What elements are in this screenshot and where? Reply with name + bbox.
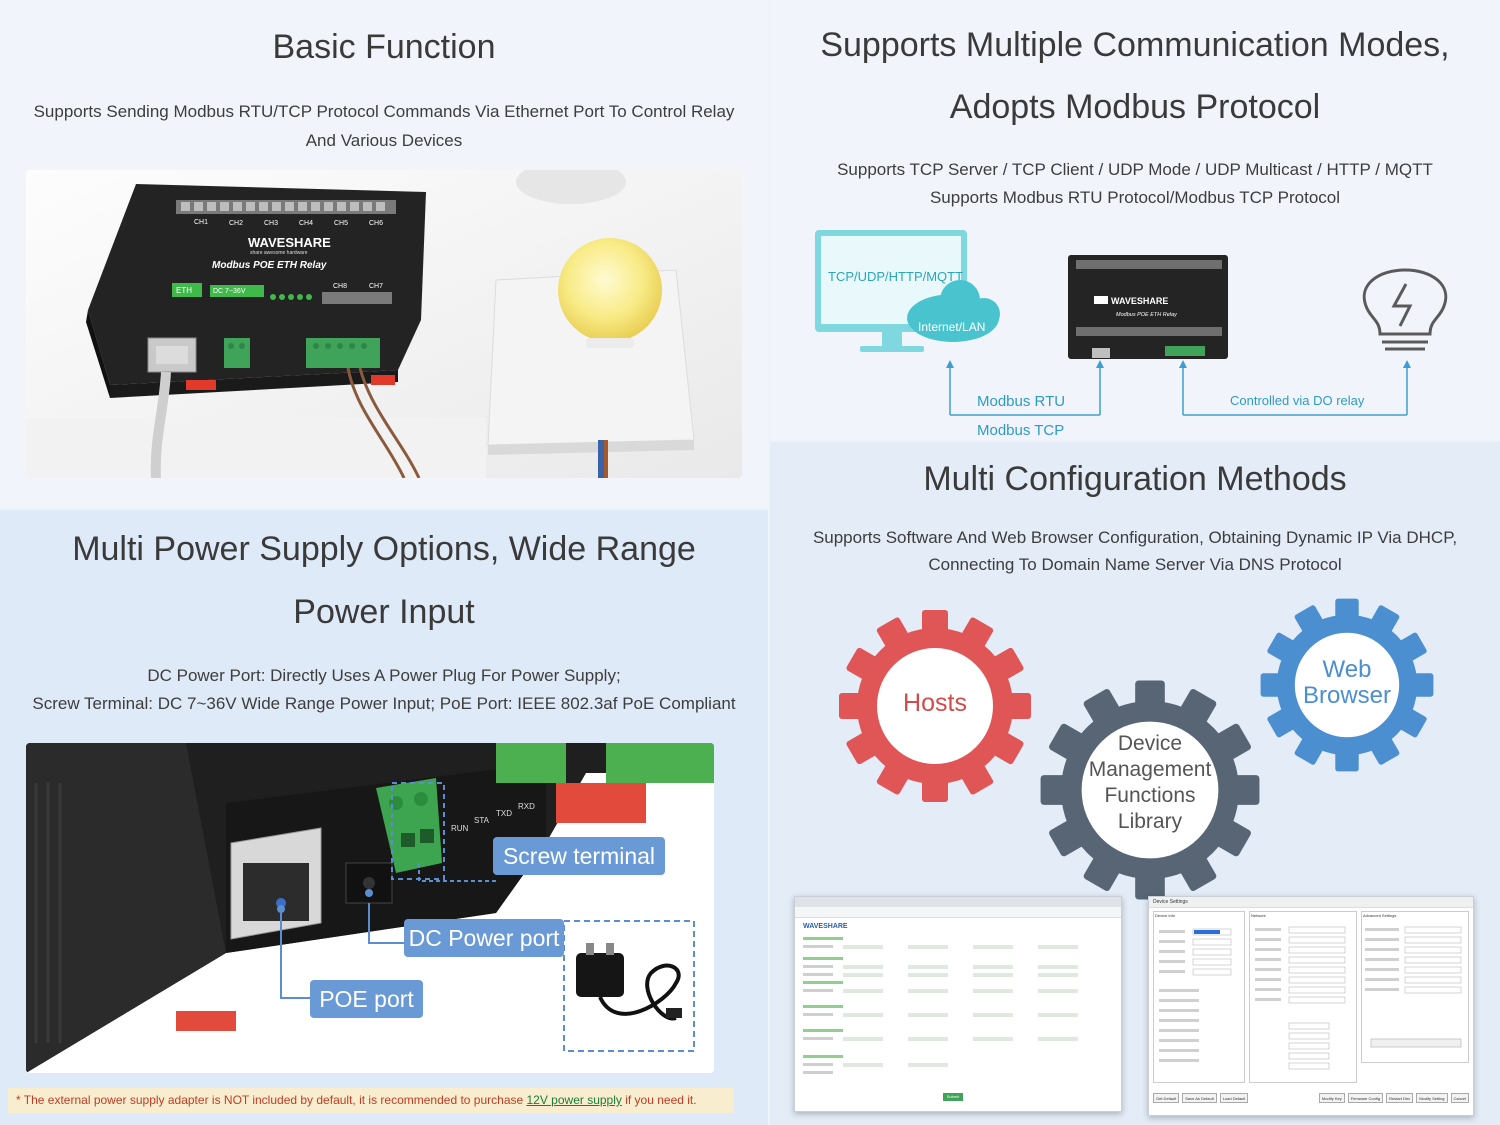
web-window-logo: WAVESHARE (803, 923, 848, 930)
communication-title-1: Supports Multiple Communication Modes, (820, 26, 1450, 64)
svg-text:WAVESHARE: WAVESHARE (1111, 296, 1168, 306)
led-rxd-label: RXD (518, 802, 535, 811)
hosts-gear-icon (839, 610, 1031, 802)
power-panel: Multi Power Supply Options, Wide Range P… (0, 510, 768, 1125)
svg-text:Modbus POE ETH Relay: Modbus POE ETH Relay (1116, 312, 1178, 318)
ch7-label: CH7 (369, 283, 383, 290)
web-label-line-2: Browser (1302, 682, 1392, 709)
ch3-label: CH3 (264, 220, 278, 227)
web-gear-icon (1260, 598, 1434, 772)
note-suffix: if you need it. (621, 1093, 697, 1107)
bulb-icon (558, 238, 662, 342)
basic-function-title: Basic Function (272, 28, 496, 66)
configuration-panel: Multi Configuration Methods Supports Sof… (770, 442, 1500, 1125)
device-label-line-4: Library (1117, 810, 1183, 833)
power-ports-photo: RUN STA TXD RXD (26, 743, 714, 1073)
web-browser-label: Web Browser (1287, 657, 1407, 709)
advanced-heading: Advanced Settings (1363, 913, 1397, 918)
communication-panel: Supports Multiple Communication Modes, A… (770, 0, 1500, 440)
monitor-text: TCP/UDP/HTTP/MQTT (828, 269, 963, 284)
dc-power-port-callout: DC Power port (404, 919, 564, 957)
save-default-button[interactable]: Save As Default (1182, 1093, 1217, 1103)
poe-port-callout: POE port (310, 980, 423, 1018)
brand-tagline: share awesome hardware (250, 250, 308, 256)
power-subtitle-2: Screw Terminal: DC 7~36V Wide Range Powe… (32, 694, 736, 713)
modbus-rtu-label: Modbus RTU (977, 393, 1065, 410)
web-config-window: WAVESHARE Submit (794, 896, 1122, 1112)
ch2-label: CH2 (229, 220, 243, 227)
led-txd-label: TXD (496, 809, 512, 818)
basic-function-subtitle-2: And Various Devices (305, 131, 463, 150)
cancel-button[interactable]: Cancel (1450, 1093, 1469, 1103)
eth-label: ETH (176, 286, 192, 295)
cloud-icon (907, 280, 1000, 342)
device-label-line-3: Functions (1104, 784, 1196, 807)
device-label-line-1: Device (1117, 732, 1183, 755)
web-submit-button[interactable]: Submit (943, 1093, 963, 1101)
relay-control-label: Controlled via DO relay (1230, 393, 1365, 408)
modbus-tcp-label: Modbus TCP (977, 422, 1064, 439)
model-text: Modbus POE ETH Relay (212, 260, 327, 271)
software-window-title: Device Settings (1149, 897, 1473, 908)
communication-subtitle-2: Supports Modbus RTU Protocol/Modbus TCP … (929, 188, 1341, 207)
web-label-line-1: Web (1322, 656, 1372, 683)
device-label-line-2: Management (1088, 758, 1212, 781)
basic-function-subtitle-1: Supports Sending Modbus RTU/TCP Protocol… (33, 102, 735, 121)
hosts-label: Hosts (903, 689, 967, 717)
firmware-config-button[interactable]: Firmware Config (1347, 1093, 1384, 1103)
power-adapter-icon (576, 943, 682, 1021)
device-gear-icon (1040, 680, 1260, 900)
power-subtitle-1: DC Power Port: Directly Uses A Power Plu… (147, 666, 621, 685)
note-prefix: * The external power supply adapter is N… (16, 1093, 527, 1107)
communication-diagram: TCP/UDP/HTTP/MQTT Internet/LAN WAVESHARE… (815, 230, 1448, 439)
configuration-subtitle-1: Supports Software And Web Browser Config… (812, 528, 1458, 547)
load-default-button[interactable]: Load Default (1219, 1093, 1249, 1103)
cloud-text: Internet/LAN (918, 320, 985, 334)
device-label: Device Management Functions Library (1075, 731, 1225, 835)
web-config-form (803, 937, 1078, 1074)
network-heading: Network (1251, 913, 1266, 918)
software-config-window: Device Settings Device Info Network Adva… (1148, 896, 1474, 1116)
relay-device-icon: WAVESHARE Modbus POE ETH Relay (1068, 255, 1228, 359)
power-supply-note: * The external power supply adapter is N… (8, 1088, 734, 1113)
lightbulb-icon (1362, 268, 1448, 351)
browser-tab-bar (795, 897, 1121, 907)
advanced-settings-group: Advanced Settings (1361, 911, 1469, 1063)
dc-label: DC 7~36V (213, 288, 246, 295)
led-run-label: RUN (451, 824, 469, 833)
ch4-label: CH4 (299, 220, 313, 227)
communication-subtitle-1: Supports TCP Server / TCP Client / UDP M… (837, 160, 1433, 179)
software-button-row: Get Default Save As Default Load Default… (1153, 1093, 1469, 1103)
browser-address-bar[interactable] (795, 907, 1121, 918)
ch6-label: CH6 (369, 220, 383, 227)
modify-key-button[interactable]: Modify Key (1318, 1093, 1345, 1103)
modify-setting-button[interactable]: Modify Setting (1416, 1093, 1448, 1103)
get-default-button[interactable]: Get Default (1153, 1093, 1180, 1103)
ch1-label: CH1 (194, 219, 208, 226)
restart-dev-button[interactable]: Restart Dev (1386, 1093, 1414, 1103)
power-title-1: Multi Power Supply Options, Wide Range (72, 530, 696, 568)
device-info-group: Device Info (1153, 911, 1245, 1083)
ch8-label: CH8 (333, 283, 347, 290)
ch5-label: CH5 (334, 220, 348, 227)
basic-function-panel: Basic Function Supports Sending Modbus R… (0, 0, 768, 508)
device-info-heading: Device Info (1155, 913, 1176, 918)
relay-product-photo: CH1 CH2 CH3 CH4 CH5 CH6 CH8 CH7 WAVESHAR… (26, 170, 742, 478)
power-title-2: Power Input (293, 593, 475, 631)
screw-terminal-callout: Screw terminal (493, 837, 665, 875)
configuration-subtitle-2: Connecting To Domain Name Server Via DNS… (928, 555, 1342, 574)
channel-labels: CH1 CH2 CH3 CH4 CH5 CH6 CH8 CH7 (194, 219, 383, 290)
network-group: Network (1249, 911, 1357, 1083)
led-sta-label: STA (474, 816, 490, 825)
brand-text: WAVESHARE (248, 235, 331, 250)
configuration-title: Multi Configuration Methods (923, 460, 1347, 498)
power-supply-link[interactable]: 12V power supply (526, 1093, 622, 1107)
communication-title-2: Adopts Modbus Protocol (949, 88, 1321, 126)
